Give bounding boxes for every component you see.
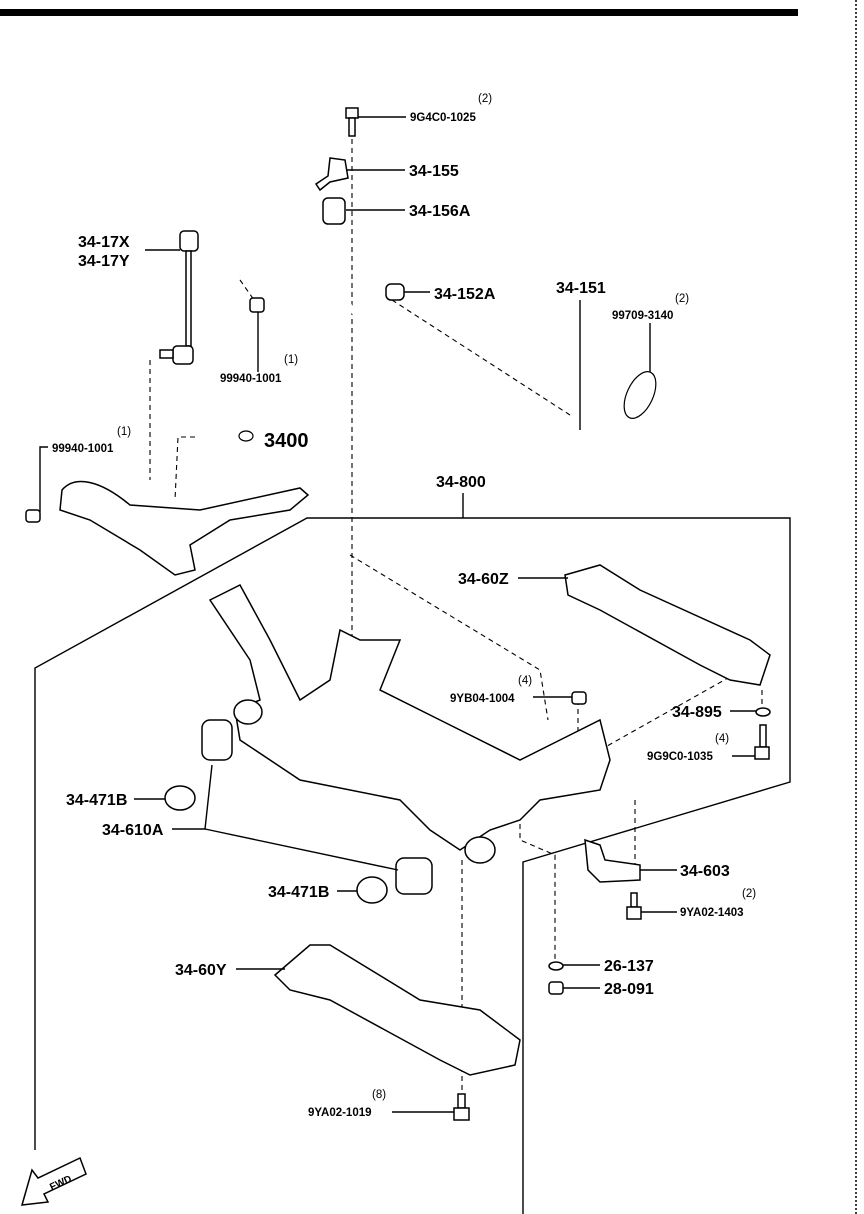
label-26-137: 26-137 — [604, 958, 654, 975]
bracket-34-155 — [314, 157, 349, 192]
label-9YA02-1019: 9YA02-1019 — [308, 1107, 372, 1119]
nut-28-091 — [548, 981, 564, 995]
bolt-top — [345, 107, 359, 137]
bushing-34-152A — [385, 283, 405, 301]
label-34-471B-right: 34-471B — [268, 884, 329, 901]
crossmember — [208, 584, 611, 851]
label-qty: (2) — [742, 888, 756, 900]
arm-icon — [238, 430, 254, 442]
label-qty: (4) — [518, 675, 532, 687]
label-9YB04-1004: 9YB04-1004 — [450, 693, 515, 705]
label-34-17Y: 34-17Y — [78, 253, 130, 270]
bolt-9G9C0 — [754, 724, 770, 760]
stopper-34-471B-right — [356, 876, 388, 904]
label-34-603: 34-603 — [680, 863, 730, 880]
washer-26-137 — [548, 961, 564, 971]
fwd-arrow-icon: FWD — [20, 1156, 87, 1206]
label-34-151: 34-151 — [556, 280, 606, 297]
label-99940-1001-arm: 99940-1001 — [52, 443, 114, 455]
bushing-34-156A — [322, 197, 346, 225]
label-99709-3140: 99709-3140 — [612, 310, 673, 322]
nut-99940 — [249, 297, 265, 313]
label-qty: (1) — [284, 354, 298, 366]
bushing-34-610A-left — [201, 719, 233, 761]
stopper-34-471B-left — [164, 785, 196, 811]
label-34-152A: 34-152A — [434, 286, 496, 303]
member-34-60Z — [564, 564, 771, 686]
member-34-60Y — [273, 944, 521, 1076]
nut-9YB04 — [571, 691, 587, 705]
label-34-800: 34-800 — [436, 474, 486, 491]
label-9G9C0-1035: 9G9C0-1035 — [647, 751, 713, 763]
label-34-471B: 34-471B — [66, 792, 127, 809]
label-qty: (2) — [478, 93, 492, 105]
label-34-17X: 34-17X — [78, 234, 130, 251]
label-3400: 3400 — [264, 430, 309, 452]
bushing-34-610A-right — [395, 857, 433, 895]
label-34-155: 34-155 — [409, 163, 459, 180]
label-28-091: 28-091 — [604, 981, 654, 998]
leader-lines — [39, 116, 756, 1113]
label-34-156A: 34-156A — [409, 203, 471, 220]
label-99940-1001: 99940-1001 — [220, 373, 282, 385]
label-9G4C0-1025: 9G4C0-1025 — [410, 112, 476, 124]
assembly-frame — [34, 517, 791, 1214]
bolt-9YA02-1019 — [453, 1093, 470, 1121]
lower-arm — [59, 480, 310, 576]
label-34-60Z: 34-60Z — [458, 571, 509, 588]
washer-34-895 — [755, 707, 771, 717]
label-34-610A: 34-610A — [102, 822, 164, 839]
bolt-9YA02-1403 — [626, 892, 642, 920]
label-qty: (1) — [117, 426, 131, 438]
label-qty: (4) — [715, 733, 729, 745]
label-qty: (2) — [675, 293, 689, 305]
nut-arm — [25, 509, 41, 523]
label-9YA02-1403: 9YA02-1403 — [680, 907, 744, 919]
label-qty: (8) — [372, 1089, 386, 1101]
bracket-34-603 — [584, 838, 641, 883]
clamp-99709 — [623, 371, 657, 419]
label-34-895: 34-895 — [672, 704, 722, 721]
header-bar — [0, 9, 798, 16]
label-34-60Y: 34-60Y — [175, 962, 227, 979]
stabilizer-link — [159, 230, 199, 365]
